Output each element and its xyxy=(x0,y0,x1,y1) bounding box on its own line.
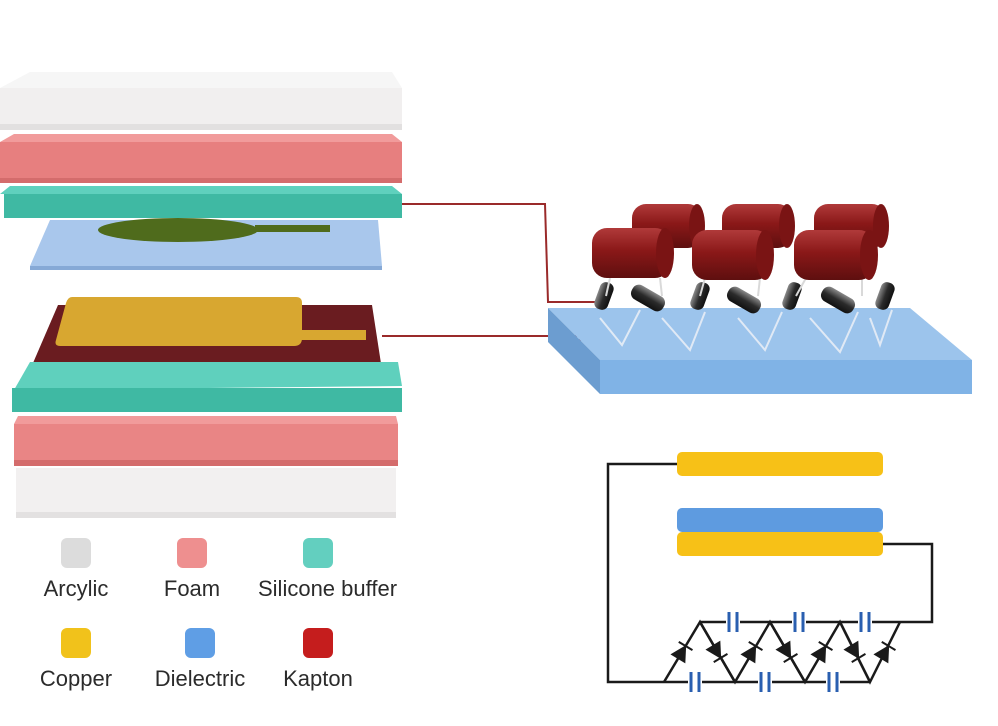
legend-swatch-foam xyxy=(177,538,207,568)
legend-swatch-dielectric xyxy=(185,628,215,658)
schematic-copper-bottom xyxy=(677,532,883,556)
legend-swatch-acrylic xyxy=(61,538,91,568)
lower-stack xyxy=(12,297,402,518)
wire-top-electrode xyxy=(402,203,600,303)
acrylic-layer-bottom xyxy=(16,468,396,518)
capacitor xyxy=(692,230,774,280)
capacitor xyxy=(794,230,878,280)
schematic xyxy=(606,452,934,692)
copper-electrode-bottom xyxy=(55,297,366,346)
circuit-board xyxy=(548,308,972,394)
legend-item-kapton: Kapton xyxy=(258,628,378,692)
silicone-layer-top xyxy=(0,186,402,218)
legend-label-acrylic: Arcylic xyxy=(43,576,109,601)
schematic-capacitors xyxy=(688,612,872,692)
acrylic-layer-top xyxy=(0,72,402,130)
legend-swatch-kapton xyxy=(303,628,333,658)
capacitors-front-row xyxy=(592,228,878,280)
foam-layer-bottom xyxy=(14,416,398,466)
schematic-diodes xyxy=(670,640,896,664)
diodes xyxy=(594,282,895,314)
legend-item-dielectric: Dielectric xyxy=(140,628,260,692)
capacitor xyxy=(592,228,674,278)
legend-label-silicone-buffer: Silicone buffer xyxy=(258,576,398,601)
silicone-layer-bottom xyxy=(12,362,402,412)
foam-layer-top xyxy=(0,134,402,183)
legend-item-acrylic: Arcylic xyxy=(16,538,136,602)
legend-item-silicone-buffer: Silicone buffer xyxy=(258,538,398,602)
legend-swatch-copper xyxy=(61,628,91,658)
copper-electrode-top xyxy=(98,218,330,242)
legend-label-kapton: Kapton xyxy=(283,666,353,691)
legend-swatch-silicone-buffer xyxy=(303,538,333,568)
legend-item-copper: Copper xyxy=(16,628,136,692)
legend-label-foam: Foam xyxy=(163,576,221,601)
legend-label-copper: Copper xyxy=(39,666,113,691)
legend-label-dielectric: Dielectric xyxy=(154,666,246,691)
schematic-dielectric xyxy=(677,508,883,532)
legend-item-foam: Foam xyxy=(132,538,252,602)
upper-stack xyxy=(0,72,402,270)
schematic-copper-top xyxy=(677,452,883,476)
